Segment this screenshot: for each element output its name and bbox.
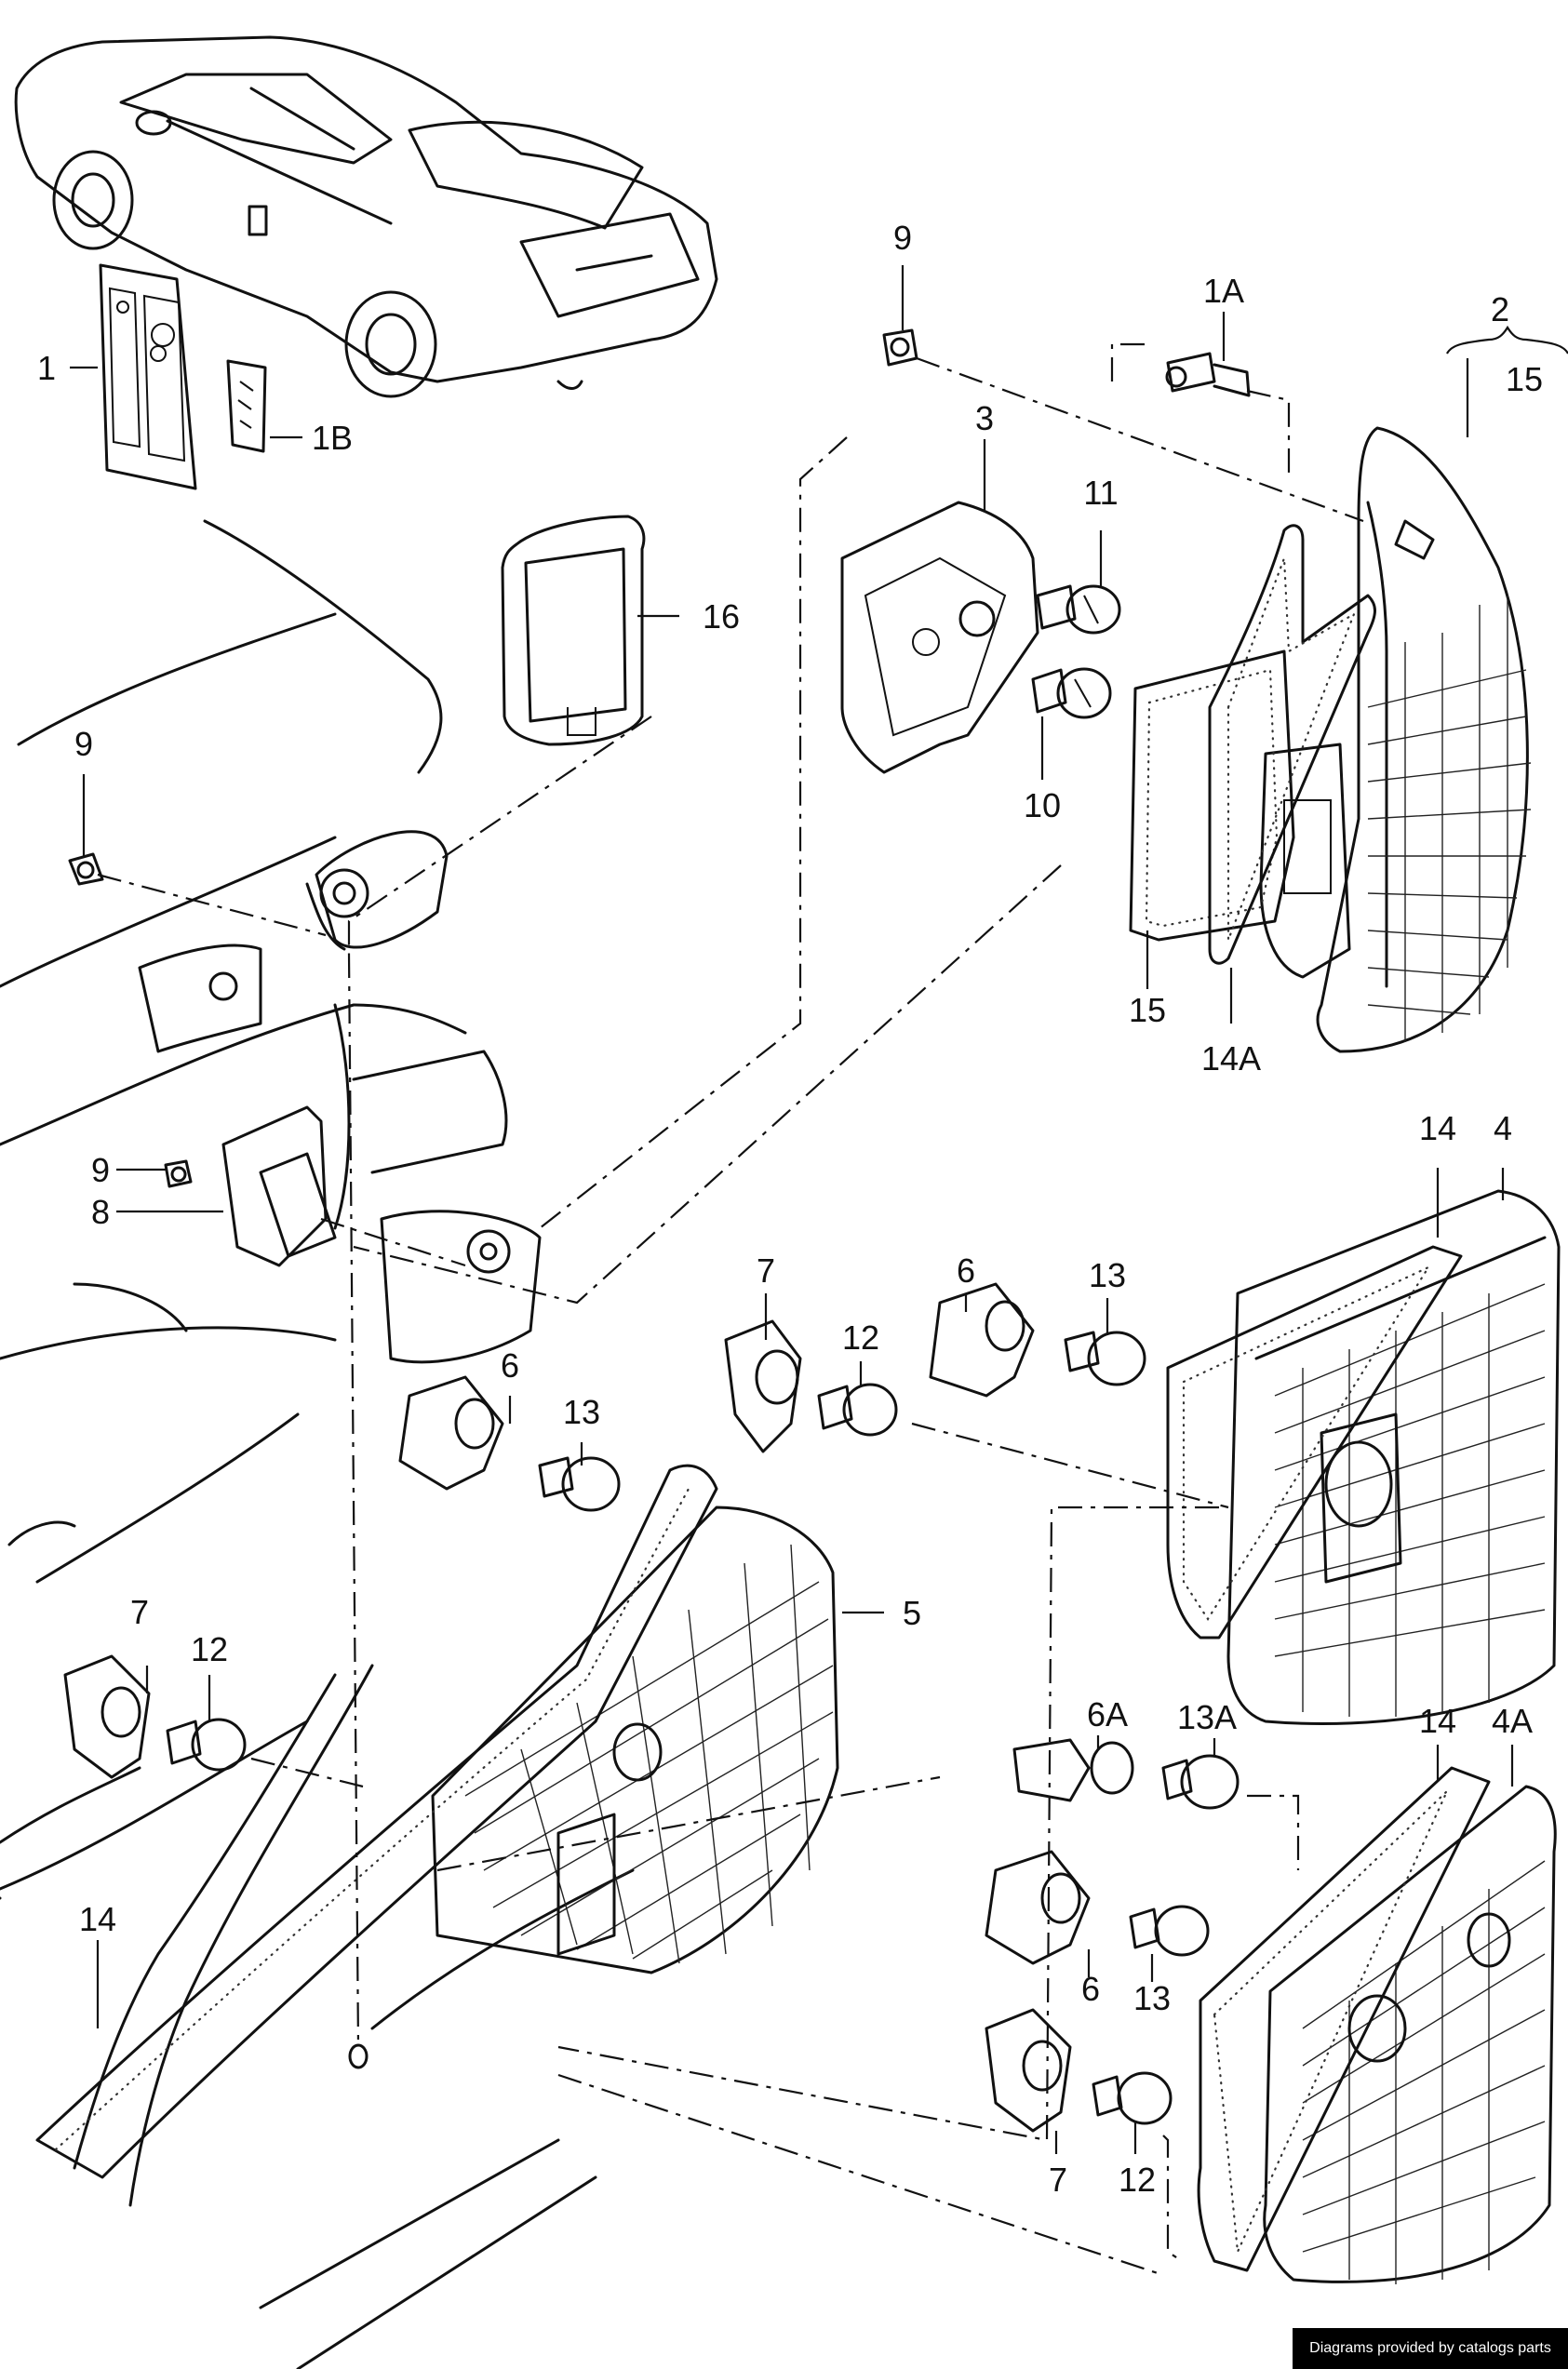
callout-5: 5 bbox=[903, 1594, 921, 1632]
callout-9: 9 bbox=[893, 219, 912, 257]
bulb-12-mid bbox=[817, 1383, 898, 1437]
decal-sticker-1b bbox=[226, 359, 267, 453]
callout-7-mid: 7 bbox=[757, 1251, 775, 1290]
callout-14a: 14A bbox=[1201, 1039, 1261, 1077]
callout-16: 16 bbox=[703, 597, 740, 636]
callout-6a: 6A bbox=[1087, 1695, 1128, 1733]
car-illustration bbox=[14, 35, 718, 398]
gasket-14a bbox=[1208, 524, 1376, 965]
bulb-12-left bbox=[166, 1718, 247, 1772]
callout-13-mid: 13 bbox=[1089, 1256, 1126, 1294]
assembly-lines bbox=[97, 342, 1364, 2277]
callout-8: 8 bbox=[91, 1193, 110, 1231]
bulb-11 bbox=[1036, 584, 1121, 635]
rear-body-panel bbox=[0, 519, 635, 2369]
nut-9-left bbox=[68, 852, 104, 886]
lamp-4 bbox=[1226, 1189, 1561, 1725]
callout-13-lower: 13 bbox=[1133, 1979, 1171, 2017]
sensor-1a bbox=[1165, 352, 1251, 397]
callout-9-left: 9 bbox=[74, 725, 93, 763]
callout-12-mid: 12 bbox=[842, 1318, 879, 1357]
callout-13-left: 13 bbox=[563, 1393, 600, 1431]
socket-6a bbox=[1012, 1738, 1134, 1802]
socket-7-lower bbox=[985, 2008, 1072, 2133]
callout-13a: 13A bbox=[1177, 1698, 1237, 1736]
callout-labels: 1 1B 9 1A 2 15 3 11 16 10 9 15 14A 14 4 … bbox=[37, 219, 1543, 2199]
nut-9-top bbox=[882, 328, 918, 367]
socket-7-left bbox=[63, 1654, 151, 1779]
decal-sticker-1 bbox=[99, 263, 197, 490]
callout-leaders bbox=[70, 265, 1568, 2154]
nut-9-mid bbox=[164, 1159, 193, 1188]
callout-1a: 1A bbox=[1203, 272, 1244, 310]
bulb-10 bbox=[1031, 667, 1112, 719]
callout-15-lower: 15 bbox=[1129, 991, 1166, 1029]
gasket-14-lower bbox=[35, 1464, 718, 2179]
bracket-8 bbox=[221, 1105, 337, 1267]
callout-4: 4 bbox=[1494, 1109, 1512, 1147]
credit-banner: Diagrams provided by catalogs parts bbox=[1293, 2328, 1568, 2369]
callout-14-upper: 14 bbox=[1419, 1109, 1456, 1147]
bulb-13a bbox=[1161, 1754, 1240, 1810]
socket-6-lower bbox=[985, 1850, 1091, 1965]
bulb-12-lower bbox=[1092, 2071, 1173, 2125]
bulb-13-mid bbox=[1064, 1331, 1146, 1386]
callout-7-left: 7 bbox=[130, 1593, 149, 1631]
lamp-5 bbox=[431, 1506, 839, 1974]
bulb-13-lower bbox=[1129, 1905, 1210, 1957]
bulb-13-left bbox=[538, 1456, 621, 1512]
callout-7-lower: 7 bbox=[1049, 2161, 1067, 2199]
callout-1b: 1B bbox=[312, 419, 353, 457]
gasket-14-4a bbox=[1197, 1766, 1491, 2272]
gasket-15 bbox=[1129, 649, 1295, 942]
callout-6-lower: 6 bbox=[1081, 1970, 1100, 2008]
lamp-housing-2 bbox=[1259, 426, 1532, 1053]
lamp-4a bbox=[1263, 1785, 1557, 2284]
gasket-14-upper bbox=[1166, 1245, 1463, 1640]
callout-11: 11 bbox=[1083, 474, 1118, 512]
socket-6-mid bbox=[929, 1282, 1035, 1398]
callout-14-4a: 14 bbox=[1419, 1702, 1456, 1740]
gasket-16 bbox=[501, 515, 646, 746]
callout-15: 15 bbox=[1506, 360, 1543, 398]
callout-12-lower: 12 bbox=[1119, 2161, 1156, 2199]
callout-1: 1 bbox=[37, 349, 56, 387]
callout-6-left: 6 bbox=[501, 1346, 519, 1385]
callout-4a: 4A bbox=[1492, 1702, 1533, 1740]
callout-2: 2 bbox=[1491, 290, 1509, 328]
bulb-holder-3 bbox=[840, 501, 1039, 774]
callout-3: 3 bbox=[975, 399, 994, 437]
socket-6-left bbox=[398, 1375, 504, 1491]
callout-9-mid: 9 bbox=[91, 1151, 110, 1189]
callout-6-mid: 6 bbox=[957, 1251, 975, 1290]
callout-10: 10 bbox=[1024, 786, 1061, 824]
callout-12-left: 12 bbox=[191, 1630, 228, 1668]
callout-14-lower: 14 bbox=[79, 1900, 116, 1938]
socket-7-mid bbox=[724, 1319, 802, 1453]
